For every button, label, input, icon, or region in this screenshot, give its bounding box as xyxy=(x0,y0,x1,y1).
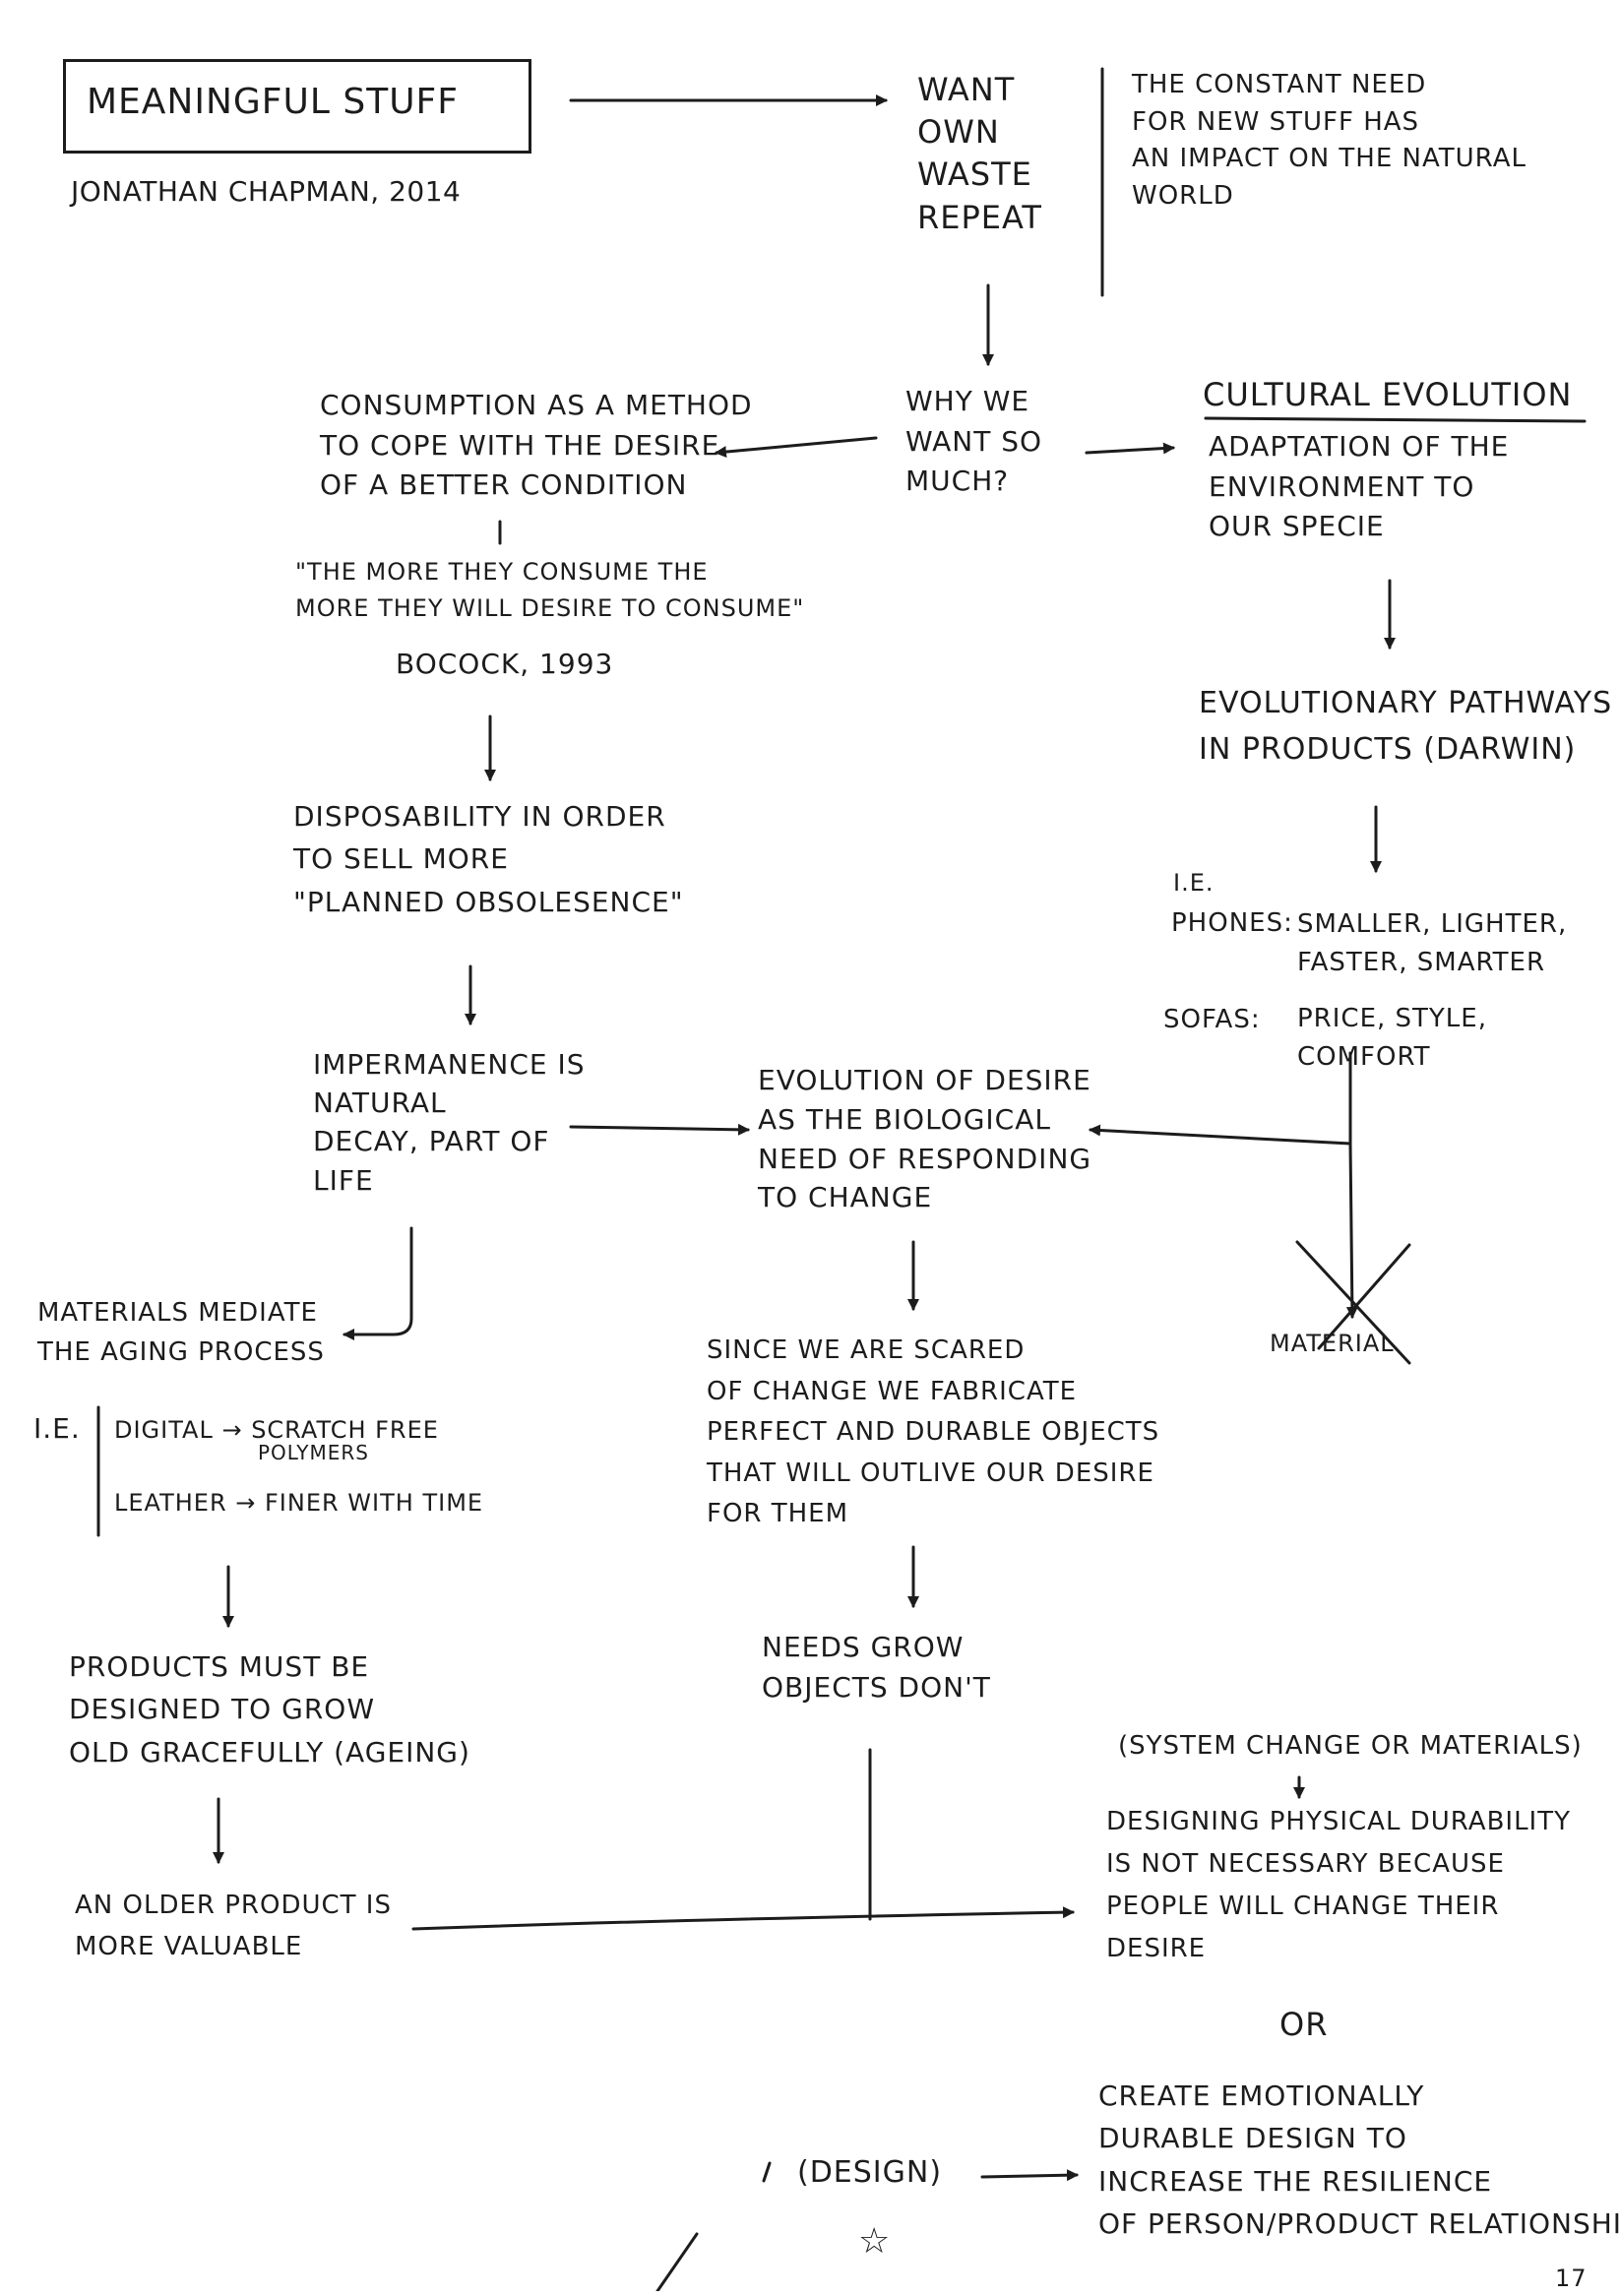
node-cultural-evolution-body: ADAPTATION OF THE ENVIRONMENT TO OUR SPE… xyxy=(1209,430,1510,543)
cross-stroke-2 xyxy=(1317,1243,1411,1350)
arrow-impermanence-to-materials xyxy=(343,1226,413,1340)
node-phones-text: SMALLER, LIGHTER, FASTER, SMARTER xyxy=(1297,909,1568,977)
arrow-older-to-designing xyxy=(411,1906,1075,1931)
node-create-emotionally: CREATE EMOTIONALLY DURABLE DESIGN TO INC… xyxy=(1098,2079,1620,2241)
page-number: 17 xyxy=(1555,2265,1588,2292)
node-cultural-evolution-heading: CULTURAL EVOLUTION xyxy=(1203,376,1573,413)
node-materials-mediate: MATERIALS MEDIATE THE AGING PROCESS xyxy=(37,1298,325,1368)
arrow-examples-to-material xyxy=(1345,1142,1358,1319)
arrow-impermanence-to-evolution xyxy=(569,1123,750,1136)
node-phones-label: PHONES: xyxy=(1171,908,1293,938)
node-material-crossed: MATERIAL xyxy=(1270,1330,1395,1357)
title-box xyxy=(63,59,531,154)
node-products-grow: PRODUCTS MUST BE DESIGNED TO GROW OLD GR… xyxy=(69,1650,470,1769)
node-leather-example: LEATHER → FINER WITH TIME xyxy=(114,1489,484,1517)
node-sofas-text: PRICE, STYLE, COMFORT xyxy=(1297,1004,1487,1072)
arrow-why-to-consumption xyxy=(715,436,878,459)
author-citation: JONATHAN CHAPMAN, 2014 xyxy=(71,175,462,208)
node-evolutionary-pathways: EVOLUTIONARY PATHWAYS IN PRODUCTS (DARWI… xyxy=(1199,686,1613,767)
node-consumption: CONSUMPTION AS A METHOD TO COPE WITH THE… xyxy=(320,389,753,502)
node-sofas-label: SOFAS: xyxy=(1163,1005,1261,1034)
node-or: OR xyxy=(1279,2006,1329,2043)
page-title: MEANINGFUL STUFF xyxy=(87,82,459,122)
node-impermanence: IMPERMANENCE IS NATURAL DECAY, PART OF L… xyxy=(313,1048,586,1197)
stray-mark-1 xyxy=(762,2161,772,2183)
cross-stroke-1 xyxy=(1295,1240,1411,1365)
node-digital-polymers: POLYMERS xyxy=(258,1441,369,1464)
stray-mark-2 xyxy=(655,2232,699,2291)
node-since-scared: SINCE WE ARE SCARED OF CHANGE WE FABRICA… xyxy=(707,1335,1160,1529)
node-design: (DESIGN) xyxy=(797,2155,943,2190)
node-disposability: DISPOSABILITY IN ORDER TO SELL MORE "PLA… xyxy=(293,800,684,918)
node-bocock-quote: "THE MORE THEY CONSUME THE MORE THEY WIL… xyxy=(295,558,805,623)
cultural-underline xyxy=(1204,416,1587,423)
node-quote-source: BOCOCK, 1993 xyxy=(396,648,614,680)
node-evolution-of-desire: EVOLUTION OF DESIRE AS THE BIOLOGICAL NE… xyxy=(758,1064,1092,1214)
node-needs-grow: NEEDS GROW OBJECTS DON'T xyxy=(762,1631,991,1704)
arrow-why-to-cultural xyxy=(1085,442,1175,455)
node-impact-note: THE CONSTANT NEED FOR NEW STUFF HAS AN I… xyxy=(1132,70,1527,212)
node-digital-example: DIGITAL → SCRATCH FREE xyxy=(114,1416,439,1444)
node-ie-label-2: I.E. xyxy=(33,1412,81,1445)
node-why-we-want: WHY WE WANT SO MUCH? xyxy=(905,385,1043,498)
node-designing-physical: DESIGNING PHYSICAL DURABILITY IS NOT NEC… xyxy=(1106,1807,1571,1963)
node-older-product: AN OLDER PRODUCT IS MORE VALUABLE xyxy=(75,1891,392,1961)
node-system-change: (SYSTEM CHANGE OR MATERIALS) xyxy=(1118,1731,1583,1761)
node-cycle: WANT OWN WASTE REPEAT xyxy=(917,71,1042,236)
arrow-design-to-create xyxy=(980,2169,1079,2182)
star-icon: ☆ xyxy=(858,2221,892,2262)
node-ie-label: I.E. xyxy=(1173,869,1215,897)
